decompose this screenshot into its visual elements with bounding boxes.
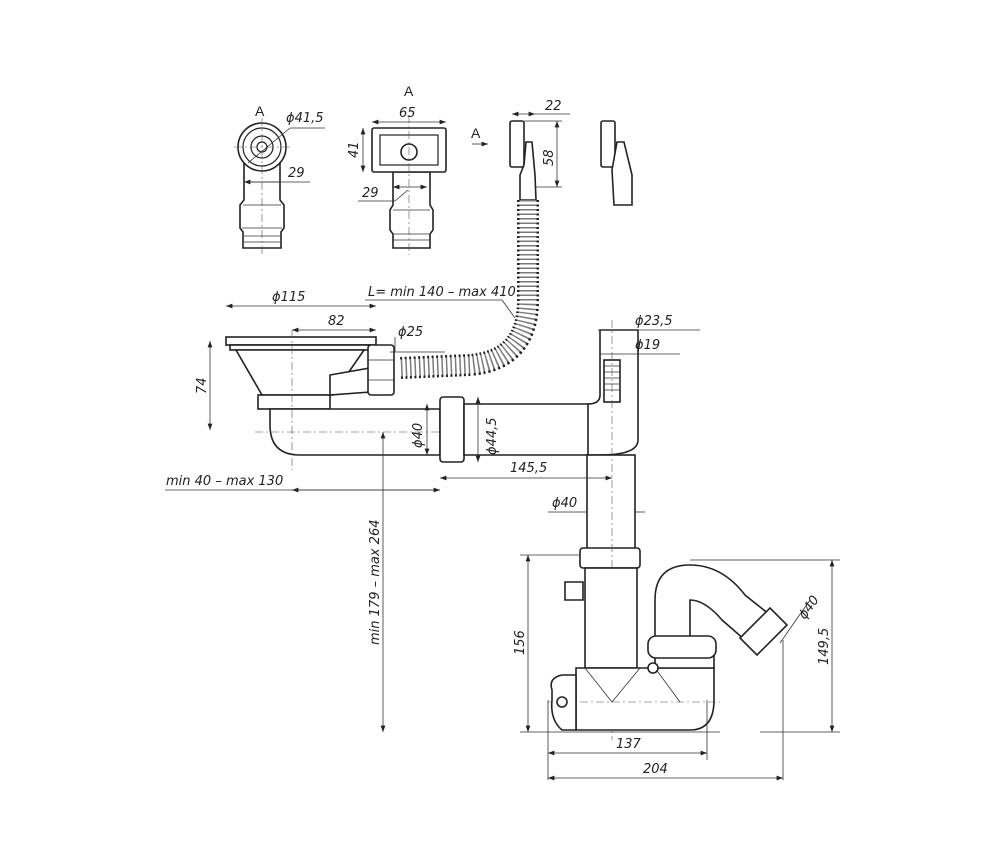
- dim-overflow-rect-height: 41: [347, 141, 362, 158]
- dim-outlet-height: 149,5: [817, 628, 832, 665]
- dim-hose-length: L= min 140 – max 410: [368, 285, 516, 300]
- dim-outlet-diameter: ϕ40: [796, 593, 823, 622]
- dim-horizontal-length: 145,5: [510, 461, 547, 476]
- arrow-a-label: A: [471, 125, 481, 141]
- dim-total-width: 204: [643, 762, 668, 777]
- dim-appliance-inner: ϕ19: [635, 338, 660, 353]
- dim-overflow-rect-stem: 29: [362, 186, 379, 201]
- dim-outlet-pipe-diameter: ϕ40: [411, 423, 426, 448]
- dim-trap-width: 137: [616, 737, 642, 752]
- dim-strainer-height: 74: [195, 377, 210, 394]
- dim-overflow-side-depth: 22: [545, 99, 562, 114]
- strainer-assembly: [225, 320, 641, 740]
- overflow-side-part-alt: [600, 120, 633, 206]
- dim-horizontal-adjust: min 40 – max 130: [166, 474, 283, 489]
- trap-body: [548, 564, 789, 731]
- dim-coupling-diameter: ϕ44,5: [485, 417, 500, 455]
- dim-trap-height: 156: [513, 630, 528, 655]
- overflow-side-view: [365, 111, 570, 379]
- round-overflow-view: [234, 118, 325, 255]
- dim-strainer-diameter: ϕ115: [272, 290, 305, 305]
- dim-appliance-outer: ϕ23,5: [635, 314, 673, 329]
- dim-overflow-side-height: 58: [542, 149, 557, 166]
- dim-vertical-adjust: min 179 – max 264: [368, 520, 383, 646]
- dim-strainer-inner: 82: [328, 314, 345, 329]
- dim-overflow-round-stem: 29: [288, 166, 305, 181]
- view-front-label: A: [404, 83, 414, 99]
- dim-overflow-pipe-diameter: ϕ25: [398, 325, 423, 340]
- dim-overflow-rect-width: 65: [399, 106, 416, 121]
- dim-vertical-pipe-diameter: ϕ40: [552, 496, 577, 511]
- rect-overflow-view: [358, 115, 488, 255]
- dim-overflow-round-diameter: ϕ41,5: [286, 111, 324, 126]
- view-a-label: A: [255, 103, 265, 119]
